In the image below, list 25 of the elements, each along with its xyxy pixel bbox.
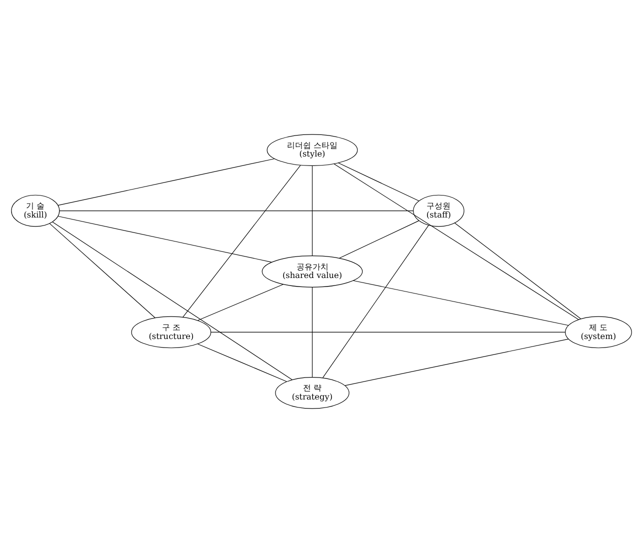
node-ellipse: 구성원 (staff) [413,194,464,226]
connector [334,163,579,320]
connector [58,215,272,262]
node-ellipse: 리더쉽 스타일 (style) [266,134,358,166]
connector [322,224,429,378]
connector [339,220,420,258]
connector [59,210,414,211]
node-ellipse: 공유가치 (shared value) [262,255,363,287]
connector [338,162,420,201]
connector [52,221,292,380]
connector [344,338,569,386]
connector [198,284,284,320]
node-ellipse: 전 략 (strategy) [275,376,350,408]
connector [49,222,156,318]
node-ellipse: 기 술 (skill) [11,194,60,226]
node-ellipse: 제 도 (system) [565,316,632,348]
connector [454,222,582,319]
connector [182,164,301,317]
connector [197,343,287,382]
node-ellipse: 구 조 (structure) [131,316,212,348]
connector [312,286,313,377]
connector [210,331,566,332]
connector [58,158,275,206]
connector [312,165,313,256]
connector [352,280,569,326]
